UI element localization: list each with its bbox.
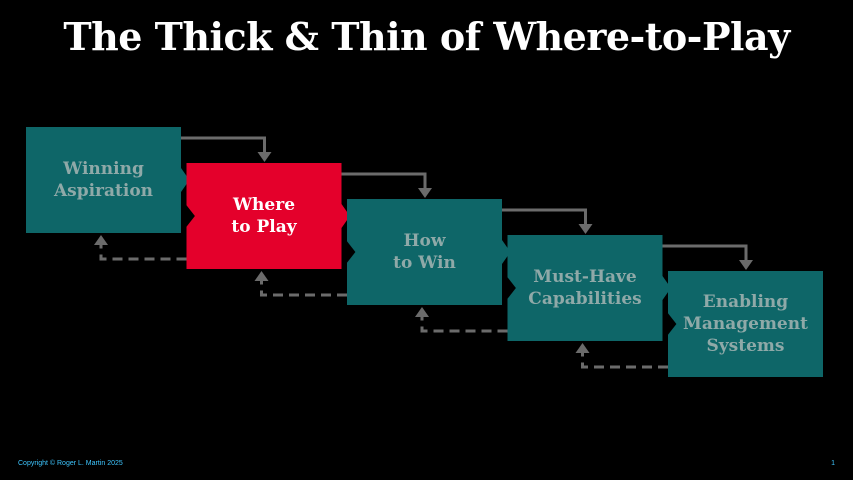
enabling-management-systems-notch	[667, 312, 677, 336]
must-have-capabilities-box	[507, 235, 671, 341]
how-to-win-label-line2: to Win	[393, 253, 456, 273]
must-have-capabilities-label-line1: Must-Have	[533, 267, 637, 287]
enabling-management-systems-label-line1: Enabling	[702, 292, 789, 312]
feedback-arrowhead-3	[415, 307, 429, 317]
feedback-arrowhead-2	[254, 271, 269, 281]
forward-arrowhead-3	[578, 224, 593, 234]
enabling-management-systems-label-line3: Systems	[706, 336, 785, 356]
where-to-play-box	[186, 163, 350, 269]
winning-aspiration-label-line2: Aspiration	[53, 181, 154, 201]
forward-arrow-1	[181, 136, 266, 154]
feedback-arrowhead-1	[94, 235, 108, 245]
feedback-arrow-1	[99, 243, 187, 261]
page-number: 1	[831, 460, 835, 467]
enabling-management-systems-box	[668, 271, 823, 377]
where-to-play-label-line2: to Play	[231, 217, 297, 237]
how-to-win-notch	[346, 240, 356, 264]
feedback-arrow-4	[581, 351, 668, 369]
feedback-arrow-3	[420, 315, 508, 333]
enabling-management-systems-label-line2: Management	[683, 314, 808, 334]
winning-aspiration-box	[26, 127, 190, 233]
must-have-capabilities-label-line2: Capabilities	[528, 289, 642, 309]
forward-arrow-2	[341, 172, 427, 190]
forward-arrow-3	[502, 208, 587, 226]
forward-arrowhead-4	[739, 260, 753, 270]
forward-arrowhead-1	[257, 152, 272, 162]
copyright-notice: Copyright © Roger L. Martin 2025	[18, 460, 123, 467]
feedback-arrow-2	[260, 279, 347, 297]
winning-aspiration-label-line1: Winning	[63, 159, 144, 179]
must-have-capabilities-notch	[506, 276, 516, 300]
how-to-win-label-line1: How	[403, 231, 446, 251]
where-to-play-notch	[185, 204, 195, 228]
forward-arrow-4	[662, 244, 748, 262]
slide-title: The Thick & Thin of Where-to-Play	[63, 14, 790, 59]
feedback-arrowhead-4	[575, 343, 590, 353]
forward-arrowhead-2	[418, 188, 432, 198]
how-to-win-box	[347, 199, 511, 305]
where-to-play-label-line1: Where	[232, 195, 296, 215]
